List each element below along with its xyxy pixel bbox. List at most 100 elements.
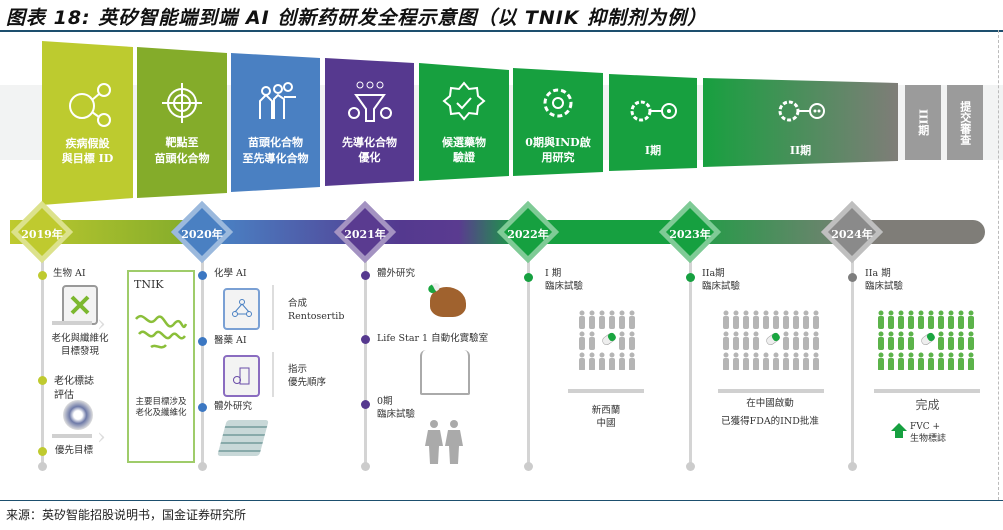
phase1-location: 新西蘭 中國 (591, 405, 621, 429)
bullet-dot (686, 273, 695, 282)
team-icon (258, 82, 296, 120)
arrow-up-stem (895, 431, 903, 438)
bullet-dot (848, 273, 857, 282)
phase1-heading: I 期 臨床試驗 (545, 268, 584, 292)
bio-ai-label: 生物 AI (53, 268, 86, 279)
stage-panel: I期 (609, 74, 697, 171)
bullet-dot (524, 273, 533, 282)
year-label: 2022年 (507, 228, 549, 241)
divider (52, 434, 92, 438)
stage-label: 苗頭化合物 至先導化合物 (242, 136, 309, 165)
divider (272, 285, 274, 330)
gear-two-icon (778, 100, 825, 122)
fda-ind-approval: 已獲得FDA的IND批准 (721, 416, 819, 427)
priority-target-label: 優先目標 (55, 445, 94, 456)
year-label: 2021年 (344, 228, 386, 241)
target-discovery-label: 老化與纖維化 目標發現 (51, 333, 109, 357)
arrow-right-icon: › (97, 425, 106, 450)
end-dot (848, 462, 857, 471)
well-plate-stack-icon (217, 420, 269, 456)
stage-label: 提交審查 (958, 100, 972, 145)
bottom-rule (0, 500, 1003, 501)
bullet-dot (38, 376, 47, 385)
phase2a-2024-heading: IIa 期 臨床試驗 (865, 268, 904, 292)
bullet-dot (361, 335, 370, 344)
end-dot (38, 462, 47, 471)
in-vivo-label: 體外研究 (377, 268, 416, 279)
stage-label: I期 (644, 143, 662, 157)
gear-icon (543, 88, 573, 118)
phase2a-heading: IIa期 臨床試驗 (702, 268, 741, 292)
stage-label: 靶點至 苗頭化合物 (154, 136, 210, 165)
stage-label: III期 (916, 109, 930, 136)
stage-label: 疾病假設 與目標 ID (61, 136, 114, 165)
patient-grid-green-icon (878, 310, 974, 370)
molecule-icon (223, 288, 260, 330)
tnik-box: TNIK 主要目標涉及 老化及纖維化 (127, 270, 195, 463)
stage-panel: 靶點至 苗頭化合物 (137, 47, 227, 198)
lightbulb-network-icon (68, 82, 111, 127)
bullet-dot (361, 271, 370, 280)
tnik-title: TNIK (134, 278, 164, 291)
protein-structure-icon (135, 314, 188, 349)
dna-icon (62, 285, 98, 325)
stage-label: II期 (789, 143, 812, 157)
timeline-column-line (41, 250, 44, 465)
phase0-label: 0期 臨床試驗 (377, 396, 416, 420)
year-label: 2023年 (669, 228, 711, 241)
stage-panel: 苗頭化合物 至先導化合物 (231, 53, 320, 192)
bullet-dot (38, 271, 47, 280)
mouse-image (430, 287, 466, 317)
aging-marker-label: 老化標誌 評估 (54, 376, 94, 401)
end-dot (198, 462, 207, 471)
stage-panel: 疾病假設 與目標 ID (42, 41, 133, 205)
bullet-dot (361, 400, 370, 409)
timeline-column-line (364, 250, 367, 465)
source-note: 来源：英矽智能招股说明书，国金证券研究所 (6, 508, 247, 522)
funnel-gears-icon (347, 81, 392, 122)
stage-panel: 0期與IND啟 用研究 (513, 68, 603, 176)
synthesis-label: 合成 Rentosertib (288, 298, 345, 322)
robot-arm-icon (420, 350, 470, 395)
top-rule (0, 30, 1003, 32)
badge-check-icon (442, 81, 486, 121)
tnik-desc: 主要目標涉及 老化及纖維化 (135, 397, 187, 419)
bullet-dot (198, 271, 207, 280)
stage-panel: 候選藥物 驗證 (419, 63, 509, 181)
stage-panel: 先導化合物 優化 (325, 58, 414, 186)
year-label: 2020年 (181, 228, 223, 241)
patients-icon (425, 420, 463, 464)
bullet-dot (38, 447, 47, 456)
end-dot (524, 462, 533, 471)
lifestar-lab-label: Life Star 1 自動化實驗室 (377, 333, 489, 344)
divider (874, 389, 980, 393)
stage-label: 0期與IND啟 用研究 (525, 135, 591, 164)
right-border (998, 30, 999, 500)
chem-ai-label: 化學 AI (214, 268, 247, 279)
divider (52, 321, 92, 325)
divider (718, 389, 824, 393)
stage-panel: 提交審查 (947, 85, 983, 160)
timeline-column-line (851, 250, 854, 465)
timeline-column-line (527, 250, 530, 465)
gear-one-icon (630, 100, 677, 122)
end-dot (361, 462, 370, 471)
stage-panel: II期 (703, 78, 898, 167)
target-icon (162, 83, 202, 124)
bullet-dot (198, 337, 207, 346)
patient-grid-icon (723, 310, 819, 370)
pharma-ai-label: 醫藥 AI (214, 335, 247, 346)
timeline-column-line (689, 250, 692, 465)
bullet-dot (198, 403, 207, 412)
phase2a-start: 在中國啟動 (746, 398, 794, 409)
arrow-up-icon (891, 423, 907, 431)
stage-label: 先導化合物 優化 (342, 135, 397, 164)
arrow-right-icon: › (97, 312, 106, 337)
timeline-column-line (201, 250, 204, 465)
stage-panel: III期 (905, 85, 941, 160)
end-dot (686, 462, 695, 471)
pill-bottle-icon (223, 355, 260, 397)
stage-label: 候選藥物 驗證 (442, 135, 486, 164)
indication-label: 指示 優先順序 (288, 364, 327, 388)
completed-status: 完成 (915, 398, 940, 412)
